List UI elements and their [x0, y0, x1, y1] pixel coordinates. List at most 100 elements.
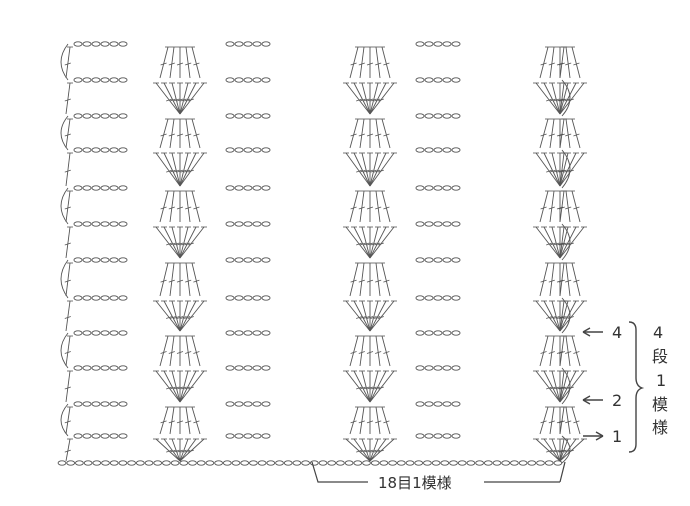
double-crochet-stitch [558, 351, 565, 354]
chain-stitch [225, 77, 235, 83]
double-crochet-stitch [549, 406, 555, 435]
chain-stitch [257, 460, 267, 466]
double-crochet-stitch [168, 133, 175, 137]
double-crochet-stitch [191, 46, 201, 79]
chain-stitch [353, 460, 363, 466]
chain-stitch [109, 113, 119, 119]
double-crochet-stitch [558, 316, 565, 319]
double-crochet-stitch [184, 98, 191, 102]
double-crochet-stitch [176, 206, 184, 210]
double-crochet-stitch [573, 133, 580, 137]
chain-stitch [243, 77, 253, 83]
double-crochet-stitch [549, 190, 555, 223]
double-crochet-stitch [187, 449, 194, 453]
chain-stitch [214, 460, 223, 466]
double-crochet-stitch [370, 98, 377, 102]
chain-stitch [243, 330, 253, 336]
double-crochet-stitch [179, 438, 205, 462]
chain-stitch [424, 365, 434, 371]
double-crochet-stitch [553, 169, 560, 173]
double-crochet-stitch [567, 386, 574, 390]
chain-stitch [252, 113, 262, 119]
chain-stitch [66, 460, 76, 466]
chain-stitch [252, 77, 262, 83]
double-crochet-stitch [369, 438, 387, 462]
double-crochet-stitch [366, 62, 374, 66]
chain-stitch [118, 113, 128, 119]
chain-stitch [261, 185, 271, 191]
chain-stitch [415, 295, 425, 301]
double-crochet-stitch [548, 351, 555, 354]
double-crochet-stitch [540, 62, 547, 66]
chain-stitch [225, 365, 235, 371]
double-crochet-stitch [359, 98, 366, 102]
double-crochet-stitch [375, 133, 382, 137]
chain-stitch [234, 365, 244, 371]
double-crochet-stitch [169, 98, 176, 102]
chain-stitch [225, 185, 235, 191]
double-crochet-stitch [571, 262, 581, 297]
chain-stitch [388, 460, 397, 466]
double-crochet-stitch [549, 262, 555, 297]
double-crochet-stitch [573, 420, 580, 424]
double-crochet-stitch [179, 370, 189, 403]
double-crochet-stitch [543, 300, 561, 332]
double-crochet-stitch [549, 316, 556, 319]
double-crochet-stitch [363, 386, 370, 390]
chain-stitch [234, 401, 244, 407]
chain-stitch [83, 460, 93, 466]
chain-stitch [118, 401, 128, 407]
double-crochet-stitch [350, 351, 357, 354]
double-crochet-stitch [564, 98, 571, 102]
chain-stitch [433, 147, 443, 153]
chain-stitch [433, 257, 443, 263]
chain-stitch [252, 257, 262, 263]
double-crochet-stitch [353, 300, 371, 332]
double-crochet-stitch [535, 300, 561, 332]
chain-stitch [162, 460, 171, 466]
row-number-2: 2 [612, 391, 622, 410]
double-crochet-stitch [64, 206, 71, 210]
row-marker-4: 4 [582, 323, 622, 342]
double-crochet-stitch [64, 242, 71, 246]
double-crochet-stitch [345, 152, 371, 187]
double-crochet-stitch [374, 449, 381, 453]
chain-stitch [442, 433, 452, 439]
double-crochet-stitch [163, 82, 181, 115]
chain-stitch [415, 433, 425, 439]
double-crochet-stitch [163, 300, 181, 332]
chain-stitch [135, 460, 145, 466]
double-crochet-stitch [345, 300, 371, 332]
chain-stitch [451, 295, 461, 301]
chain-stitch [91, 401, 101, 407]
double-crochet-stitch [551, 438, 561, 462]
chain-stitch [527, 460, 537, 466]
double-crochet-stitch [546, 386, 553, 390]
double-crochet-stitch [559, 152, 565, 187]
double-crochet-stitch [169, 169, 176, 173]
double-crochet-stitch [559, 262, 565, 297]
double-crochet-stitch [193, 279, 200, 283]
double-crochet-stitch [546, 242, 553, 246]
chain-stitch [424, 41, 434, 47]
chain-stitch [73, 365, 83, 371]
double-crochet-stitch [193, 206, 200, 210]
double-crochet-stitch [191, 190, 201, 223]
chain-stitch [109, 77, 119, 83]
double-crochet-stitch [539, 262, 549, 297]
chain-stitch [82, 330, 92, 336]
double-crochet-stitch [166, 98, 173, 102]
chain-stitch [440, 460, 450, 466]
double-crochet-stitch [564, 449, 571, 453]
double-crochet-stitch [366, 386, 374, 390]
double-crochet-stitch [169, 335, 175, 367]
double-crochet-stitch [559, 300, 585, 332]
double-crochet-stitch [184, 386, 191, 390]
double-crochet-stitch [559, 300, 565, 332]
chain-stitch [109, 460, 119, 466]
chain-stitch [57, 460, 67, 466]
double-crochet-stitch [565, 206, 572, 210]
double-crochet-stitch [565, 46, 571, 79]
double-crochet-stitch [356, 449, 363, 453]
double-crochet-stitch [171, 82, 181, 115]
